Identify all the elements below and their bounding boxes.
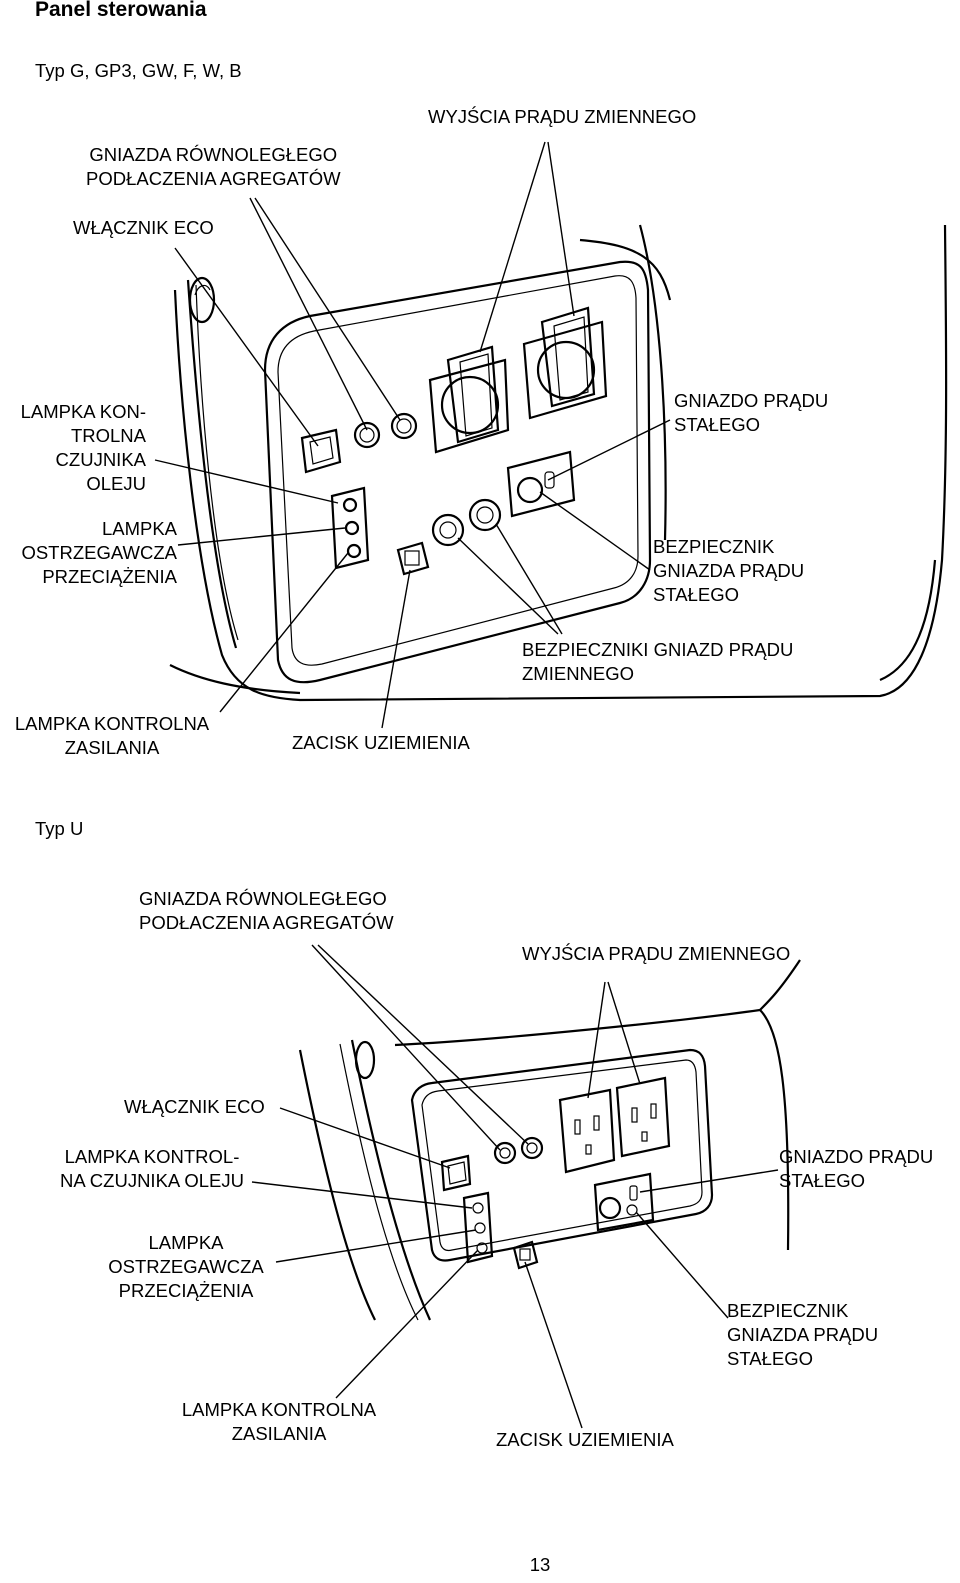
label-dc-fuse-b: BEZPIECZNIK GNIAZDA PRĄDU STAŁEGO — [727, 1300, 879, 1369]
type-label-b: Typ U — [35, 818, 84, 839]
ac-outlet-2-b — [615, 1076, 671, 1158]
label-oil-lamp-b: LAMPKA KONTROL- NA CZUJNIKA OLEJU — [59, 1146, 244, 1191]
leader-lines-b — [251, 944, 779, 1429]
label-dc-socket-a: GNIAZDO PRĄDU STAŁEGO — [674, 390, 829, 435]
generator-body-b — [298, 959, 801, 1321]
label-ground-terminal-a: ZACISK UZIEMIENIA — [292, 732, 470, 753]
ac-outlet-2-a — [522, 306, 608, 420]
page-number: 13 — [529, 1554, 551, 1575]
label-ac-outputs-a: WYJŚCIA PRĄDU ZMIENNEGO — [428, 106, 697, 127]
label-eco-switch-b: WŁĄCZNIK ECO — [124, 1096, 265, 1117]
page-title: Panel sterowania — [35, 0, 207, 21]
ac-outlet-1-a — [428, 345, 510, 454]
label-parallel-sockets-b: GNIAZDA RÓWNOLEGŁEGO PODŁACZENIA AGREGAT… — [139, 888, 394, 933]
label-oil-lamp-a: LAMPKA KON- TROLNA CZUJNIKA OLEJU — [20, 401, 146, 494]
label-parallel-sockets-a: GNIAZDA RÓWNOLEGŁEGO PODŁACZENIA AGREGAT… — [86, 144, 341, 189]
label-overload-lamp-b: LAMPKA OSTRZEGAWCZA PRZECIĄŻENIA — [108, 1232, 264, 1301]
label-ac-outputs-b: WYJŚCIA PRĄDU ZMIENNEGO — [522, 943, 791, 964]
label-eco-switch-a: WŁĄCZNIK ECO — [73, 217, 214, 238]
label-power-lamp-a: LAMPKA KONTROLNA ZASILANIA — [14, 713, 210, 758]
generator-body-a — [169, 224, 948, 702]
label-ac-fuses-a: BEZPIECZNIKI GNIAZD PRĄDU ZMIENNEGO — [522, 639, 794, 684]
label-overload-lamp-a: LAMPKA OSTRZEGAWCZA PRZECIĄŻENIA — [21, 518, 177, 587]
control-panel-a — [263, 260, 652, 684]
label-dc-fuse-a: BEZPIECZNIK GNIAZDA PRĄDU STAŁEGO — [653, 536, 805, 605]
label-dc-socket-b: GNIAZDO PRĄDU STAŁEGO — [779, 1146, 934, 1191]
control-panel-b — [410, 1048, 714, 1270]
type-label-a: Typ G, GP3, GW, F, W, B — [35, 60, 242, 81]
label-power-lamp-b: LAMPKA KONTROLNA ZASILANIA — [181, 1399, 377, 1444]
label-ground-terminal-b: ZACISK UZIEMIENIA — [496, 1429, 674, 1450]
ac-outlet-1-b — [558, 1088, 616, 1174]
leader-lines-a — [154, 141, 671, 729]
